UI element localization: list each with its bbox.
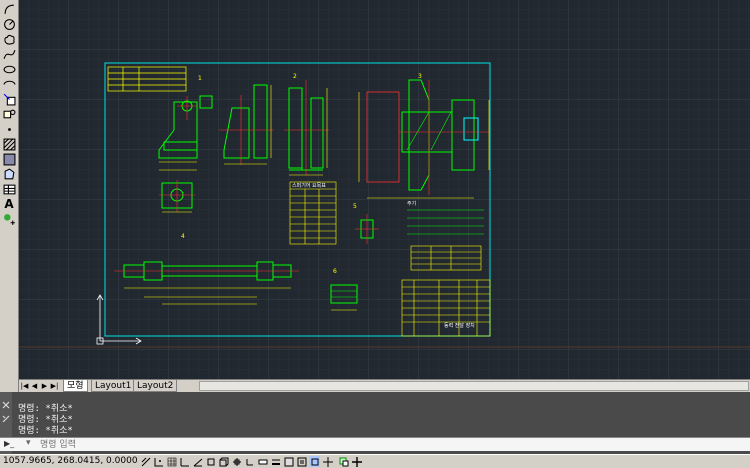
horizontal-scrollbar[interactable] xyxy=(199,381,749,391)
balloon-4: 4 xyxy=(181,233,185,240)
make-block-icon[interactable] xyxy=(2,107,16,121)
table-icon[interactable] xyxy=(2,182,16,196)
balloon-1: 1 xyxy=(198,75,202,82)
dynamic-ucs-icon[interactable] xyxy=(244,456,255,467)
revision-cloud-icon[interactable] xyxy=(2,32,16,46)
command-history-line: 명령: *취소* xyxy=(18,404,73,414)
plus-crosshair-icon[interactable] xyxy=(351,456,362,467)
support-section-view xyxy=(284,80,329,176)
tab-layout2[interactable]: Layout2 xyxy=(133,380,178,392)
add-selected-icon[interactable] xyxy=(2,212,16,226)
balloon-2: 2 xyxy=(293,73,297,80)
region-icon[interactable] xyxy=(2,167,16,181)
cursor-coordinates: 1057.9665, 268.0415, 0.0000 xyxy=(3,456,138,466)
object-snap-tracking-icon[interactable] xyxy=(231,456,242,467)
gear-table-title: 스퍼기어 요목표 xyxy=(292,182,326,189)
spline-icon[interactable] xyxy=(2,47,16,61)
spur-gear-spec-table xyxy=(289,181,337,245)
circle-icon[interactable] xyxy=(2,17,16,31)
infer-constraints-icon[interactable] xyxy=(140,456,151,467)
model-space-canvas[interactable]: 1 2 3 4 5 6 스퍼기어 요목표 주기 동력 전달 장치 xyxy=(19,0,750,379)
selection-cycling-icon[interactable] xyxy=(309,456,320,467)
small-part-view xyxy=(355,214,379,244)
last-tab-icon[interactable]: ▶| xyxy=(50,382,59,390)
command-history-line: 명령: *취소* xyxy=(18,415,73,425)
ellipse-arc-icon[interactable] xyxy=(2,77,16,91)
balloon-6: 6 xyxy=(333,268,337,275)
bracket-front-view xyxy=(158,96,198,171)
gear-pulley-assembly xyxy=(358,79,490,199)
ortho-mode-icon[interactable] xyxy=(179,456,190,467)
tab-layout1[interactable]: Layout1 xyxy=(91,380,136,392)
balloon-5: 5 xyxy=(353,203,357,210)
command-prompt-icon[interactable]: ▶_ xyxy=(4,439,15,448)
hatch-icon[interactable] xyxy=(2,137,16,151)
transparency-icon[interactable] xyxy=(283,456,294,467)
insert-block-icon[interactable] xyxy=(2,92,16,106)
shaft-view xyxy=(114,261,299,305)
key-block-view xyxy=(330,284,358,311)
ucs-icon xyxy=(96,294,142,345)
gradient-icon[interactable] xyxy=(2,152,16,166)
command-input[interactable] xyxy=(40,439,720,450)
command-dropdown-icon[interactable]: ▾ xyxy=(26,438,31,448)
next-tab-icon[interactable]: ▶ xyxy=(41,382,48,390)
header-info-block xyxy=(107,66,187,92)
dynamic-input-icon[interactable] xyxy=(257,456,268,467)
status-bar: 1057.9665, 268.0415, 0.0000 xyxy=(0,454,750,468)
layout-tab-bar: |◀ ◀ ▶ ▶| 모형 Layout1 Layout2 xyxy=(19,379,750,392)
grid-display-icon[interactable] xyxy=(166,456,177,467)
object-snap-icon[interactable] xyxy=(205,456,216,467)
snap-mode-icon[interactable] xyxy=(153,456,164,467)
tab-model[interactable]: 모형 xyxy=(63,380,88,392)
drawing-border xyxy=(104,62,491,337)
ellipse-icon[interactable] xyxy=(2,62,16,76)
crosshair-toggle-icon[interactable] xyxy=(322,456,333,467)
title-block-label: 동력 전달 장치 xyxy=(444,322,475,329)
command-history-line: 명령: *취소* xyxy=(18,426,73,436)
lineweight-icon[interactable] xyxy=(270,456,281,467)
3d-object-snap-icon[interactable] xyxy=(218,456,229,467)
first-tab-icon[interactable]: |◀ xyxy=(20,382,29,390)
polar-tracking-icon[interactable] xyxy=(192,456,203,467)
notes-and-parts-list xyxy=(401,209,491,337)
arc-icon[interactable] xyxy=(2,2,16,16)
drawing-view: 1 2 3 4 5 6 스퍼기어 요목표 주기 동력 전달 장치 xyxy=(19,0,750,379)
bracket-side-view xyxy=(219,84,274,165)
multiline-text-icon[interactable]: A xyxy=(4,197,14,211)
notes-heading: 주기 xyxy=(407,200,416,207)
draw-toolbar: A xyxy=(0,0,19,392)
prev-tab-icon[interactable]: ◀ xyxy=(31,382,38,390)
point-icon[interactable] xyxy=(2,122,16,136)
balloon-3: 3 xyxy=(418,73,422,80)
quick-properties-icon[interactable] xyxy=(296,456,307,467)
command-input-row: ▶_ ▾ xyxy=(0,437,750,451)
bracket-detail-views xyxy=(159,95,213,213)
annotation-monitor-icon[interactable] xyxy=(338,456,349,467)
